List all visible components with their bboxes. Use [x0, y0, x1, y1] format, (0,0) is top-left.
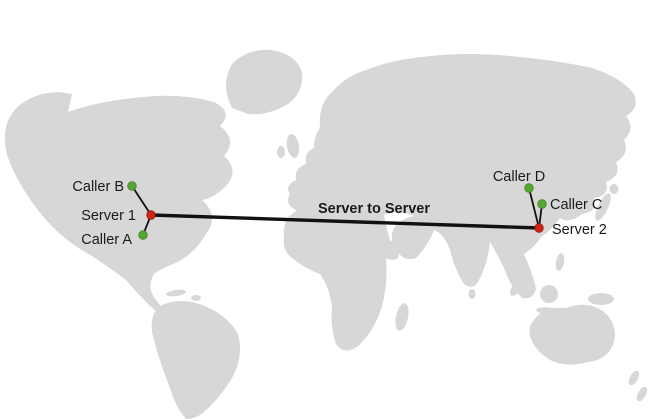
island-new-zealand-south — [636, 386, 648, 402]
island-philippines — [555, 253, 565, 271]
island-java — [536, 307, 560, 315]
link-caller-d-server-2 — [528, 187, 540, 229]
island-cuba — [166, 289, 186, 297]
island-hokkaido — [609, 184, 619, 194]
labels: Caller B Server 1 Caller A Caller D Call… — [72, 169, 606, 248]
caller-d-node-dot — [524, 183, 534, 193]
landmass-australia — [529, 304, 615, 365]
server-2-node-dot — [534, 223, 544, 233]
island-madagascar — [395, 303, 409, 331]
caller-c-node-dot — [537, 199, 547, 209]
island-japan — [595, 193, 611, 221]
server-1-node-dot — [146, 210, 156, 220]
island-hispaniola — [191, 295, 201, 301]
link-server-1-server-2 — [149, 213, 541, 230]
islands — [166, 102, 648, 402]
caller-a-label: Caller A — [81, 232, 132, 248]
landmass-south-america — [151, 301, 240, 419]
server-to-server-label: Server to Server — [318, 201, 430, 217]
landmass-africa — [283, 204, 399, 351]
network-nodes — [127, 181, 547, 240]
caller-a-node-dot — [138, 230, 148, 240]
caller-d-label: Caller D — [493, 169, 545, 185]
server-1-label: Server 1 — [81, 208, 136, 224]
caller-b-label: Caller B — [72, 179, 124, 195]
caller-b-node-dot — [127, 181, 137, 191]
landmass-eurasia — [288, 54, 636, 299]
island-sumatra — [510, 274, 528, 296]
island-new-zealand-north — [628, 370, 640, 386]
island-borneo — [540, 285, 558, 303]
link-caller-b-server-1 — [131, 185, 152, 216]
caller-c-label: Caller C — [550, 197, 602, 213]
world-map — [4, 49, 648, 419]
server-2-label: Server 2 — [552, 222, 607, 238]
island-great-britain — [286, 134, 300, 158]
island-ireland — [277, 146, 285, 158]
island-new-guinea — [588, 293, 614, 305]
island-sri-lanka — [468, 289, 476, 299]
island-iceland — [253, 102, 271, 112]
landmass-north-america — [4, 92, 233, 318]
landmass-greenland — [226, 49, 303, 115]
